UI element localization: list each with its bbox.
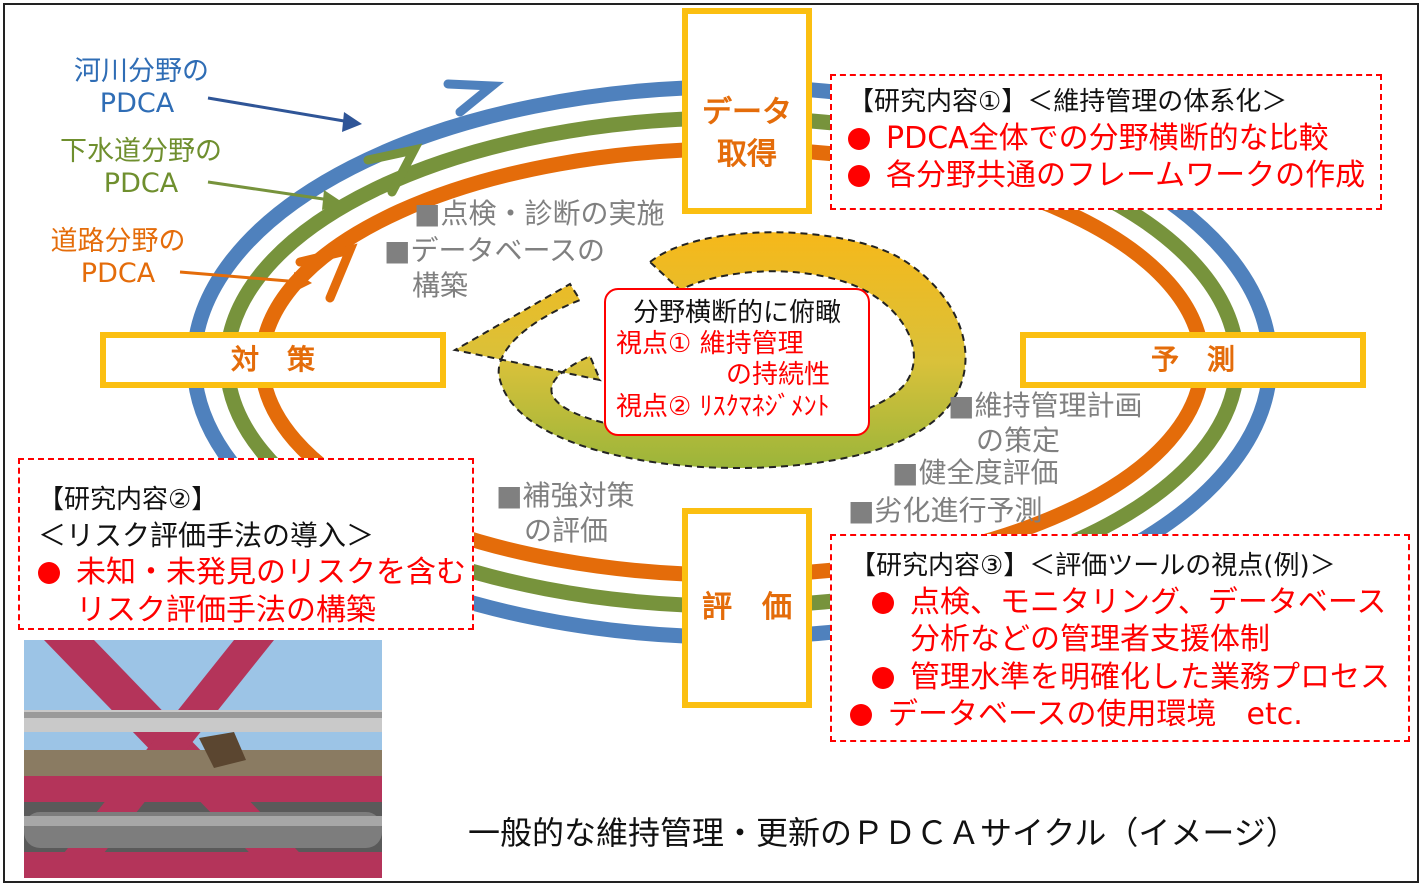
note-reinforcement: ■補強対策の評価 [496, 479, 635, 547]
center-title: 分野横断的に俯瞰 [632, 298, 841, 328]
research3-item-1: 点検、モニタリング、データベース [850, 584, 1408, 622]
sewer-pointer-arrow [322, 190, 342, 210]
research3-item-3: データベースの使用環境 etc. [850, 696, 1408, 734]
center-perspective-box: 分野横断的に俯瞰 視点① 維持管理 の持続性 視点② ﾘｽｸﾏﾈｼﾞﾒﾝﾄ [604, 288, 870, 436]
research-box-2: 【研究内容②】 ＜リスク評価手法の導入＞ 未知・未発見のリスクを含む リスク評価… [18, 458, 474, 630]
bullet-icon [38, 562, 60, 585]
stage-prediction: 予 測 [1020, 332, 1366, 388]
research1-item-2: 各分野共通のフレームワークの作成 [848, 157, 1380, 195]
research-box-1: 【研究内容①】＜維持管理の体系化＞ PDCA全体での分野横断的な比較 各分野共通… [830, 74, 1382, 210]
road-direction-chevron [295, 243, 358, 303]
research3-item-1-cont: 分析などの管理者支援体制 [910, 622, 1270, 658]
center-view2: 視点② ﾘｽｸﾏﾈｼﾞﾒﾝﾄ [616, 391, 830, 422]
outer-frame [3, 3, 1419, 883]
note-deterioration: ■劣化進行予測 [848, 494, 1043, 527]
bullet-icon [850, 704, 872, 727]
road-pointer-arrow [294, 272, 312, 292]
research1-item-1: PDCA全体での分野横断的な比較 [848, 120, 1380, 158]
bullet-icon [872, 666, 894, 689]
research2-subheading: ＜リスク評価手法の導入＞ [38, 518, 375, 552]
stage-data-acquisition: データ取得 [682, 8, 812, 214]
stage-evaluation: 評 価 [682, 508, 812, 708]
caption: 一般的な維持管理・更新のＰＤＣＡサイクル（イメージ） [468, 814, 1298, 852]
river-pointer-arrow [342, 112, 362, 132]
research2-item-1: 未知・未発見のリスクを含む [38, 554, 472, 592]
bridge-photo [24, 640, 382, 878]
center-view1-line2: の持続性 [726, 360, 831, 391]
note-database: ■データベースの構築 [384, 234, 606, 302]
research2-heading: 【研究内容②】 [38, 485, 218, 515]
center-cycle-arrow [452, 231, 967, 469]
research2-item-2: リスク評価手法の構築 [76, 592, 376, 628]
river-direction-chevron [443, 79, 505, 117]
stage-countermeasure: 対 策 [100, 332, 446, 388]
research-box-3: 【研究内容③】＜評価ツールの視点(例)＞ 点検、モニタリング、データベース 分析… [830, 534, 1410, 742]
bullet-icon [872, 591, 894, 614]
research3-heading: 【研究内容③】＜評価ツールの視点(例)＞ [850, 551, 1336, 581]
bullet-icon [848, 127, 870, 150]
note-plan: ■維持管理計画の策定 [948, 389, 1143, 457]
note-inspection: ■点検・診断の実施 [414, 197, 665, 230]
bullet-icon [848, 165, 870, 188]
note-health: ■健全度評価 [892, 456, 1059, 489]
sewer-direction-chevron [363, 143, 423, 197]
research1-heading: 【研究内容①】＜維持管理の体系化＞ [848, 87, 1288, 117]
research3-item-2: 管理水準を明確化した業務プロセス [850, 659, 1408, 697]
center-view1-line1: 視点① 維持管理 [616, 329, 804, 360]
